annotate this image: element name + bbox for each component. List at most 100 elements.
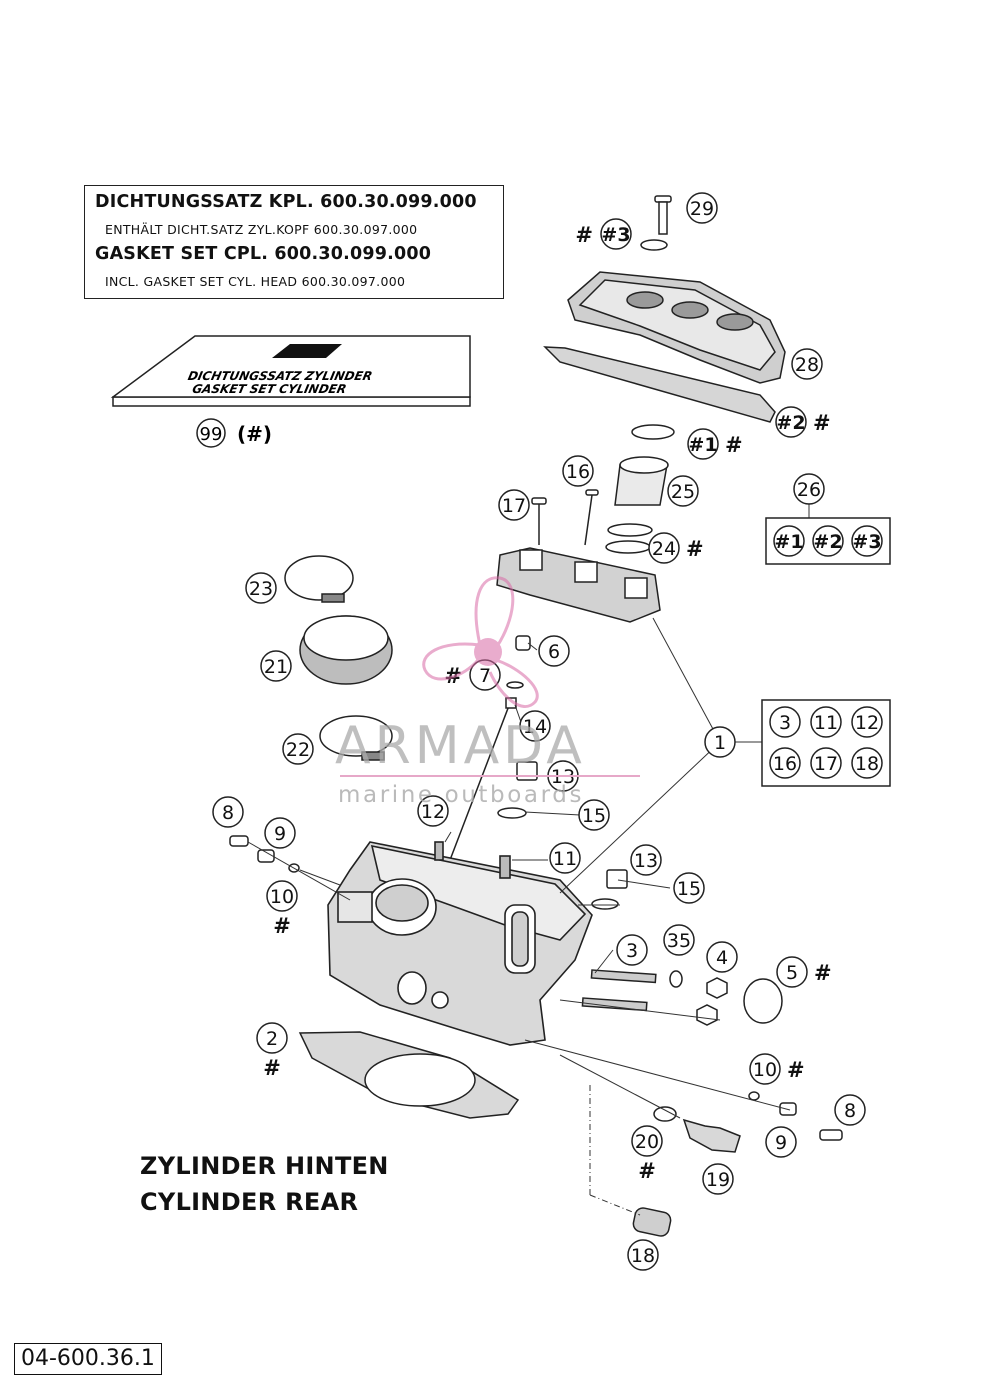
callout-suffix: # <box>725 433 743 457</box>
svg-text:14: 14 <box>523 716 547 738</box>
callout-9: 9 <box>765 1126 797 1158</box>
callout-2: 2# <box>256 1022 288 1080</box>
svg-text:12: 12 <box>421 801 445 823</box>
package-label-de: DICHTUNGSSATZ ZYLINDER <box>187 369 374 383</box>
callout-24: 24# <box>648 532 704 564</box>
callout-suffix: # <box>638 1159 656 1183</box>
svg-text:17: 17 <box>814 753 838 775</box>
callout-14: 14 <box>519 710 551 742</box>
svg-text:26: 26 <box>797 479 821 501</box>
svg-text:22: 22 <box>286 739 310 761</box>
svg-text:15: 15 <box>582 805 606 827</box>
svg-text:21: 21 <box>264 656 288 678</box>
callout-10: 10# <box>749 1053 805 1085</box>
svg-text:28: 28 <box>795 354 819 376</box>
ktm-logo-icon <box>272 344 342 358</box>
gasket-info-line-1: DICHTUNGSSATZ KPL. 600.30.099.000 <box>95 192 477 212</box>
svg-text:10: 10 <box>753 1059 777 1081</box>
svg-text:9: 9 <box>274 823 286 845</box>
svg-text:5: 5 <box>786 962 798 984</box>
callout-suffix: # <box>813 411 831 435</box>
svg-text:25: 25 <box>671 481 695 503</box>
kit-1-item: 3 <box>769 706 801 738</box>
svg-text:12: 12 <box>855 712 879 734</box>
gasket-info-line-4: INCL. GASKET SET CYL. HEAD 600.30.097.00… <box>105 274 406 289</box>
svg-text:18: 18 <box>855 753 879 775</box>
svg-text:7: 7 <box>479 665 491 687</box>
svg-text:#2: #2 <box>813 531 842 553</box>
caption-line-2: CYLINDER REAR <box>140 1188 359 1216</box>
callout-10: 10 # <box>266 880 298 938</box>
callout-suffix: # <box>263 1056 281 1080</box>
callout-4: 4 <box>706 941 738 973</box>
svg-text:6: 6 <box>548 641 560 663</box>
svg-text:19: 19 <box>706 1169 730 1191</box>
callout-22: 22 <box>282 733 314 765</box>
svg-text:#1: #1 <box>688 434 717 456</box>
callout-9: 9 <box>264 817 296 849</box>
callout-suffix: # <box>273 914 291 938</box>
callout-99-suffix: (#) <box>237 422 272 446</box>
callout-1: 1 <box>704 726 736 758</box>
svg-text:24: 24 <box>652 538 676 560</box>
kit-1-item: 12 <box>851 706 883 738</box>
svg-text:13: 13 <box>551 766 575 788</box>
kit-1-item: 16 <box>769 747 801 779</box>
watermark-divider <box>340 775 640 777</box>
callout-26: 26 <box>793 473 825 505</box>
callout-19: 19 <box>702 1163 734 1195</box>
svg-text:18: 18 <box>631 1245 655 1267</box>
callout-29: 29 <box>686 192 718 224</box>
gasket-set-package: DICHTUNGSSATZ ZYLINDER GASKET SET CYLIND… <box>110 335 471 448</box>
package-label-en: GASKET SET CYLINDER <box>191 382 348 396</box>
callout-h3: #3# <box>575 218 632 250</box>
callout-6: 6 <box>538 635 570 667</box>
svg-text:20: 20 <box>635 1131 659 1153</box>
svg-text:16: 16 <box>773 753 797 775</box>
svg-text:4: 4 <box>716 947 728 969</box>
cylinder-head <box>327 841 593 1046</box>
callout-35: 35 <box>663 924 695 956</box>
watermark-tagline: marine outboards <box>338 782 585 808</box>
callout-13: 13 <box>630 844 662 876</box>
watermark-propeller-icon <box>422 576 539 708</box>
svg-text:17: 17 <box>502 495 526 517</box>
callout-99-label: 99 <box>200 424 223 445</box>
watermark-brand: ARMADA <box>335 716 586 776</box>
gasket-info-line-3: GASKET SET CPL. 600.30.099.000 <box>95 244 432 264</box>
leader-lines <box>247 504 810 1216</box>
caption-line-1: ZYLINDER HINTEN <box>140 1152 389 1180</box>
valve-cover-group <box>543 195 786 554</box>
kit-26-item: #2 <box>812 525 844 557</box>
callout-15: 15 <box>578 799 610 831</box>
callout-20: 20 # <box>631 1125 663 1183</box>
kit-1-item: 11 <box>810 706 842 738</box>
kit-1-item: 17 <box>810 747 842 779</box>
callout-21: 21 <box>260 650 292 682</box>
svg-text:3: 3 <box>626 940 638 962</box>
callout-8: 8 <box>212 796 244 828</box>
callout-5: 5# <box>776 956 832 988</box>
kit-1-items: 3 11 12 16 17 18 <box>769 706 883 779</box>
callout-h1: #1 # <box>687 428 743 460</box>
callout-11: 11 <box>549 842 581 874</box>
kit-26-item: #1 <box>773 525 805 557</box>
svg-text:1: 1 <box>714 732 726 754</box>
callout-suffix: # <box>575 223 593 247</box>
svg-text:16: 16 <box>566 461 590 483</box>
callout-3: 3 <box>616 934 648 966</box>
head-gasket <box>298 1031 520 1119</box>
svg-text:10: 10 <box>270 886 294 908</box>
svg-text:23: 23 <box>249 578 273 600</box>
kit-26-items: #1#2#3 <box>773 525 883 557</box>
callout-18: 18 <box>627 1239 659 1271</box>
intake-flange-group <box>284 555 393 761</box>
svg-text:3: 3 <box>779 712 791 734</box>
svg-text:15: 15 <box>677 878 701 900</box>
callout-8: 8 <box>834 1094 866 1126</box>
svg-text:#1: #1 <box>774 531 803 553</box>
callout-28: 28 <box>791 348 823 380</box>
svg-text:2: 2 <box>266 1028 278 1050</box>
